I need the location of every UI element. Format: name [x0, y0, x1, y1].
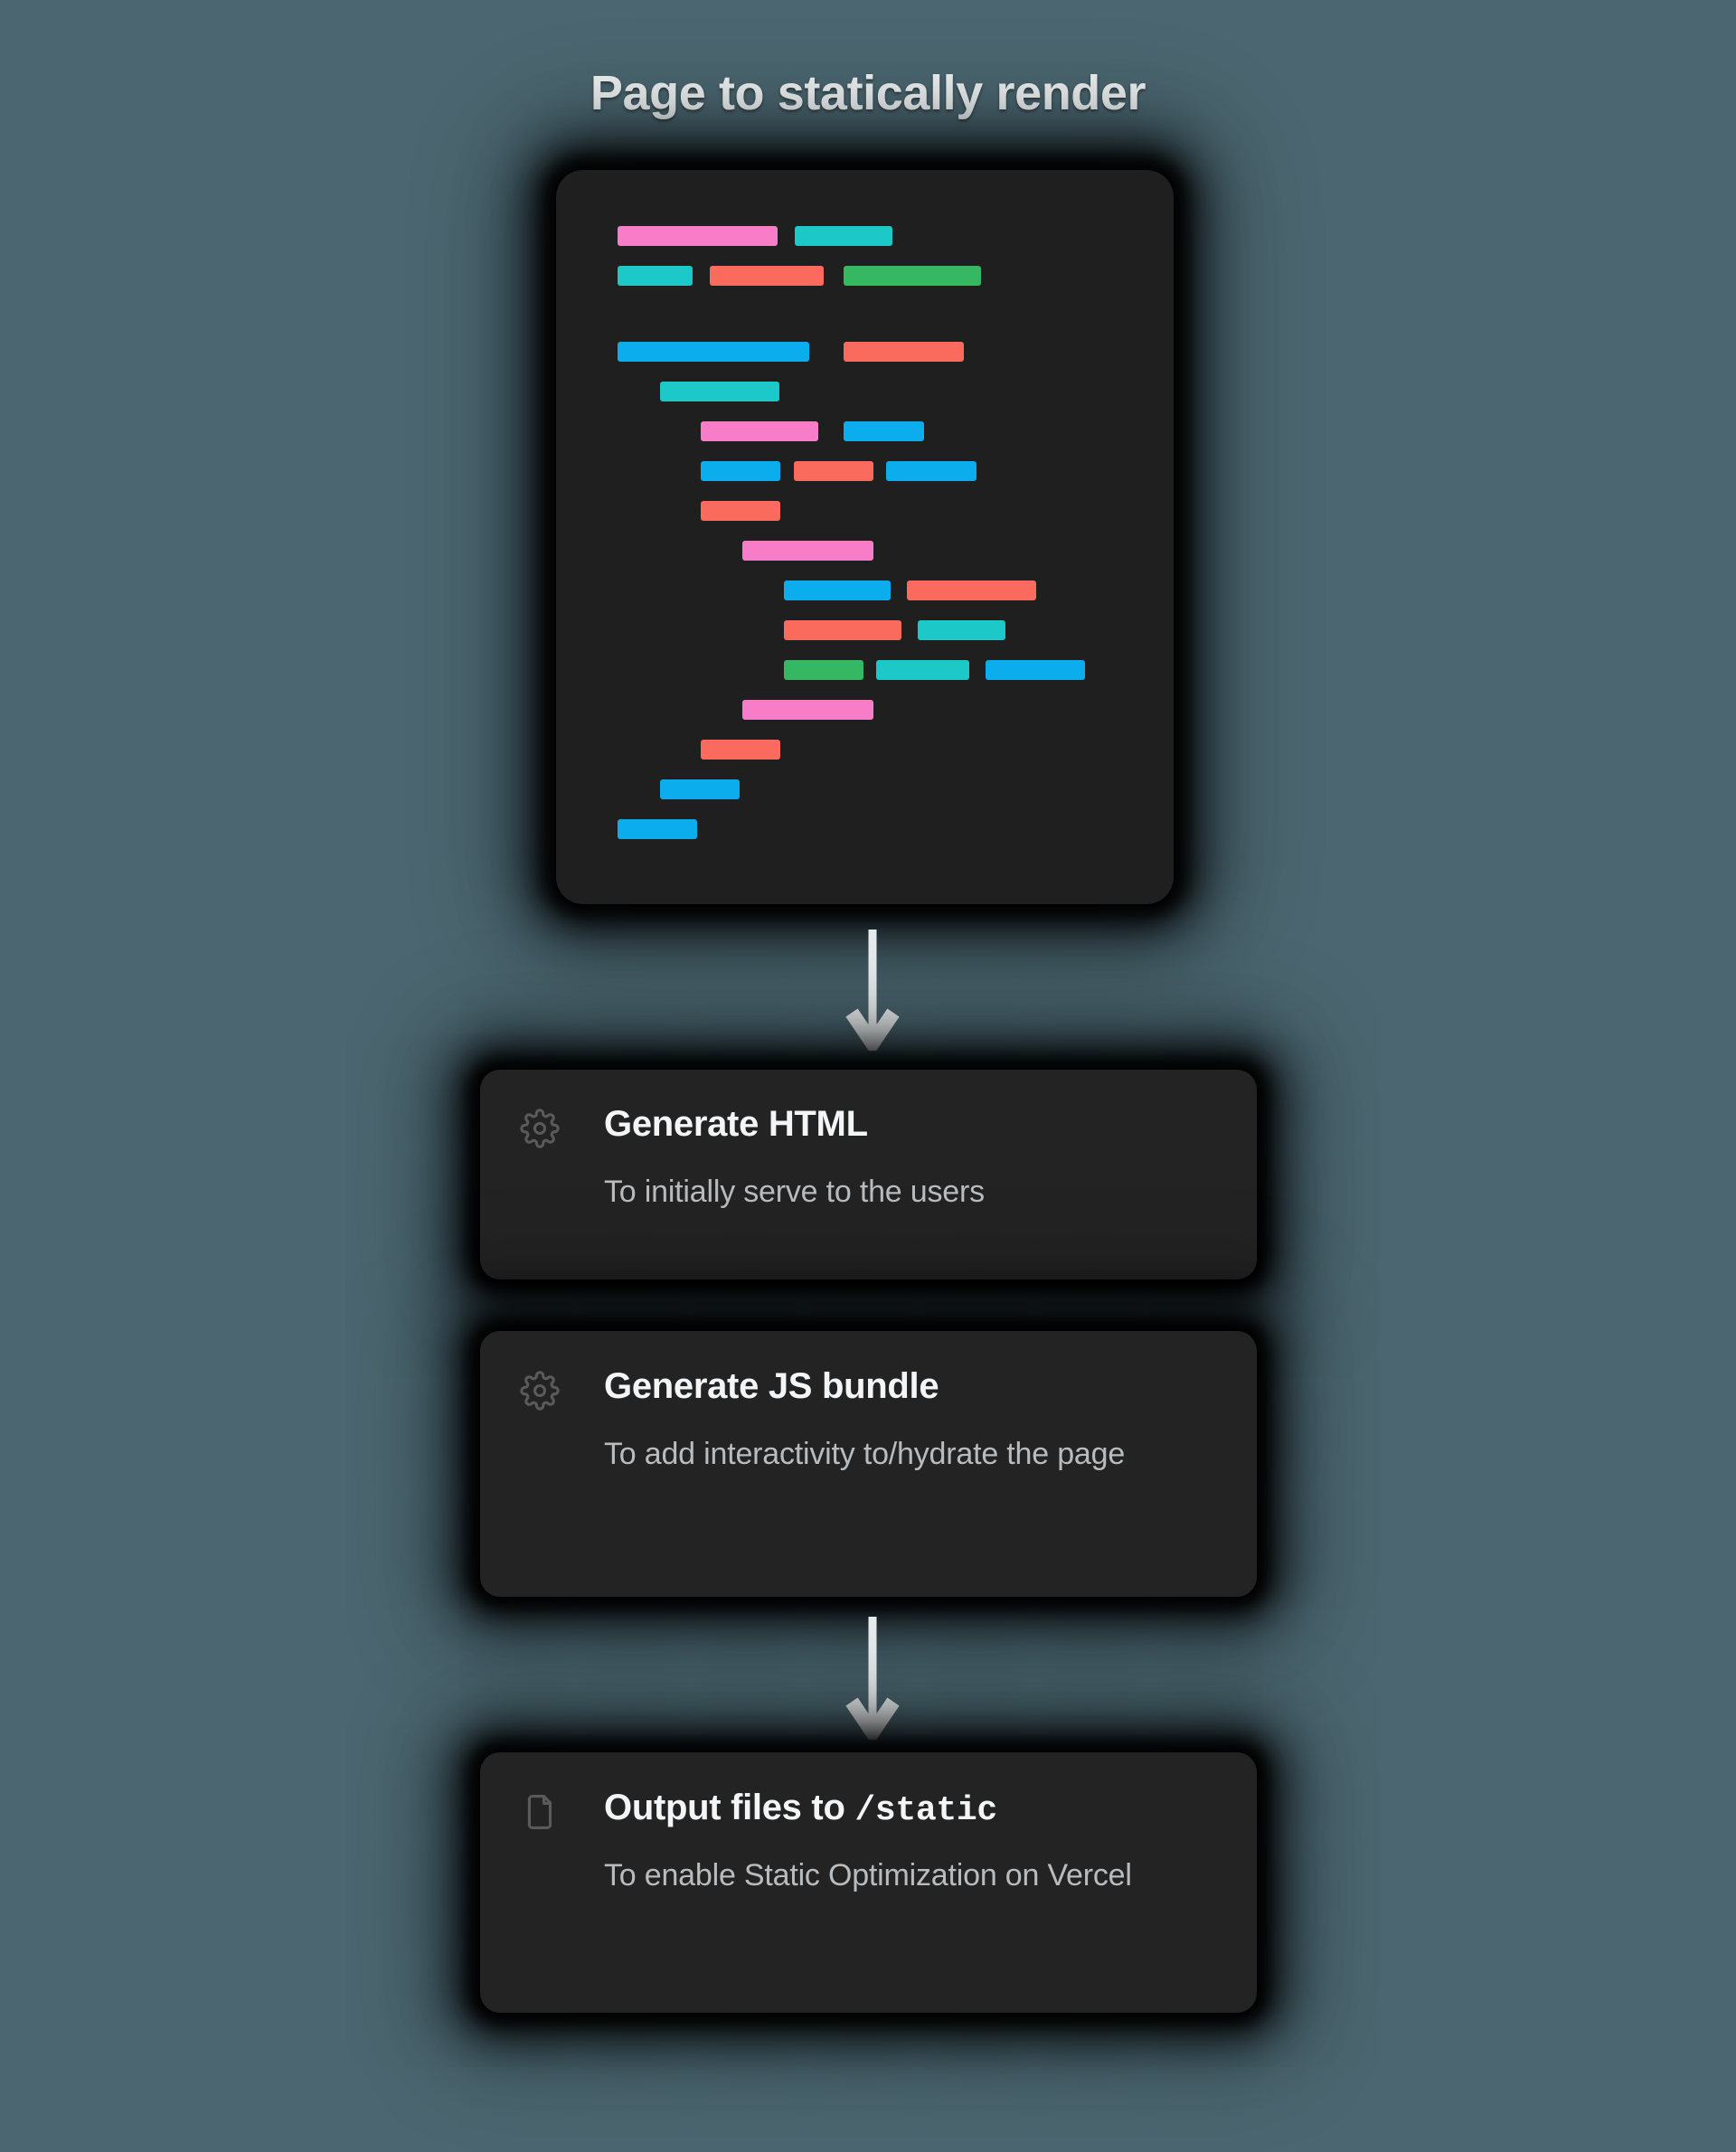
- page-title: Page to statically render: [590, 66, 1146, 120]
- code-token: [660, 779, 740, 799]
- code-token: [660, 382, 779, 401]
- step-title-generate-html: Generate HTML: [604, 1104, 868, 1144]
- code-token: [701, 740, 780, 760]
- code-token: [742, 541, 873, 561]
- code-token: [618, 819, 697, 839]
- step-description-generate-js-bundle: To add interactivity to/hydrate the page: [604, 1437, 1126, 1471]
- code-token: [918, 620, 1005, 640]
- code-token: [710, 266, 824, 286]
- code-token: [618, 266, 693, 286]
- code-token: [795, 226, 892, 246]
- code-token: [876, 660, 969, 680]
- source-code-panel: [556, 170, 1174, 904]
- step-card-output-files: [480, 1752, 1257, 2013]
- code-token: [742, 700, 873, 720]
- step-card-generate-html: [480, 1070, 1257, 1279]
- code-token: [844, 266, 981, 286]
- step-title-output-files-path: /static: [854, 1791, 997, 1830]
- step-description-generate-html: To initially serve to the users: [604, 1175, 985, 1209]
- step-title-output-files: Output files to /static: [604, 1788, 997, 1830]
- step-card-generate-js-bundle: [480, 1331, 1257, 1597]
- step-title-output-files-prefix: Output files to: [604, 1788, 855, 1827]
- code-token: [784, 620, 901, 640]
- file-icon: [520, 1792, 560, 1832]
- code-token: [701, 501, 780, 521]
- code-token: [701, 421, 818, 441]
- code-token: [844, 342, 964, 362]
- code-token: [784, 660, 863, 680]
- code-token: [986, 660, 1085, 680]
- code-token: [794, 461, 873, 481]
- code-token: [701, 461, 780, 481]
- arrow-code-to-html: [844, 926, 901, 1051]
- gear-icon: [520, 1109, 560, 1148]
- code-token: [618, 342, 809, 362]
- arrow-js-to-output: [844, 1613, 901, 1740]
- step-title-generate-js-bundle: Generate JS bundle: [604, 1366, 939, 1406]
- step-description-output-files: To enable Static Optimization on Vercel: [604, 1858, 1132, 1892]
- code-token: [618, 226, 778, 246]
- code-token: [844, 421, 924, 441]
- gear-icon: [520, 1371, 560, 1411]
- code-token: [784, 580, 891, 600]
- code-token: [886, 461, 976, 481]
- code-lines: [556, 170, 1174, 904]
- code-token: [907, 580, 1036, 600]
